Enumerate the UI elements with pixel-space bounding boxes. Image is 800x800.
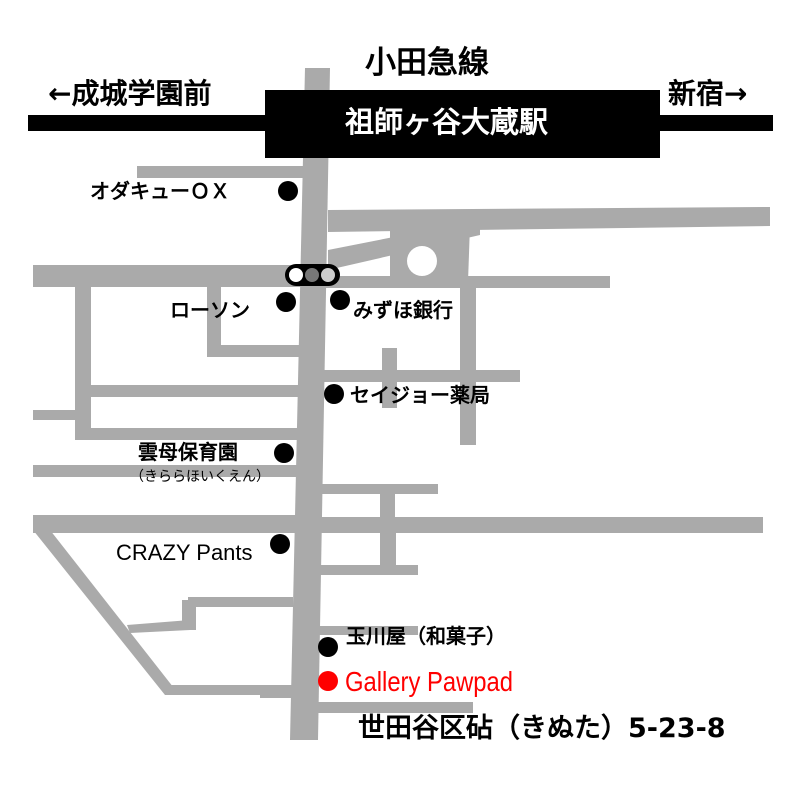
road-kirara (33, 465, 303, 477)
landmark-dot-icon (274, 443, 294, 463)
destination-name: Gallery Pawpad (345, 666, 514, 697)
road-diagonal-south (33, 530, 177, 695)
road-south-mid (127, 620, 190, 633)
landmark-seijo-pharmacy: セイジョー薬局 (350, 383, 490, 407)
landmark-dot-icon (270, 534, 290, 554)
road-west-stub (33, 410, 78, 420)
road-crazy (33, 515, 303, 533)
roundabout-island (407, 246, 437, 276)
roads (33, 68, 770, 740)
road-south-bottom (165, 685, 295, 695)
landmark-tamagawaya: 玉川屋（和菓子） (346, 624, 506, 648)
rail-line (28, 90, 773, 158)
road-pharmacy (320, 370, 520, 382)
landmark-dot-icon (324, 384, 344, 404)
road-east-lower-b (318, 517, 763, 533)
station-box (265, 90, 660, 158)
road-east-lower-d (318, 565, 418, 575)
landmark-kirara-reading: （きららほいくえん） (130, 469, 270, 485)
landmark-lawson: ローソン (170, 298, 250, 322)
road-ox (137, 166, 307, 178)
landmark-dot-icon (330, 290, 350, 310)
landmark-kirara-nursery: 雲母保育園 (138, 440, 238, 464)
road-east-lower-c (380, 485, 395, 525)
road-east-lower-e (380, 530, 396, 575)
landmark-mizuho-bank: みずほ銀行 (353, 298, 453, 322)
road-west-mid (90, 385, 300, 397)
road-gallery-left (260, 688, 300, 698)
road-south-upper (188, 597, 293, 607)
landmark-dot-icon (278, 181, 298, 201)
road-east-upper (328, 207, 770, 232)
road-south-jog (182, 600, 196, 630)
direction-right-label: 新宿→ (668, 77, 748, 110)
landmark-odakyu-ox: オダキューＯＸ (90, 179, 230, 203)
road-lawson-horizontal (207, 345, 307, 357)
road-west-vertical (75, 285, 91, 430)
road-lawson-vertical (207, 285, 221, 355)
road-east-lower-a (318, 484, 438, 494)
road-tamagawa (318, 626, 418, 635)
road-west-lower (75, 428, 300, 440)
destination-marker-icon (318, 671, 338, 691)
direction-left-label: ←成城学園前 (48, 77, 212, 110)
station-name: 祖師ヶ谷大蔵駅 (345, 105, 549, 139)
traffic-light-icon (285, 264, 340, 286)
landmark-dot-icon (276, 292, 296, 312)
road-right-vertical (460, 280, 476, 445)
landmark-crazy-pants: CRAZY Pants (116, 540, 253, 565)
road-west-main (33, 265, 313, 287)
road-gallery (318, 702, 473, 713)
rail-line-name: 小田急線 (365, 45, 489, 81)
destination-address: 世田谷区砧（きぬた）5-23-8 (358, 713, 726, 744)
landmark-dot-icon (318, 637, 338, 657)
